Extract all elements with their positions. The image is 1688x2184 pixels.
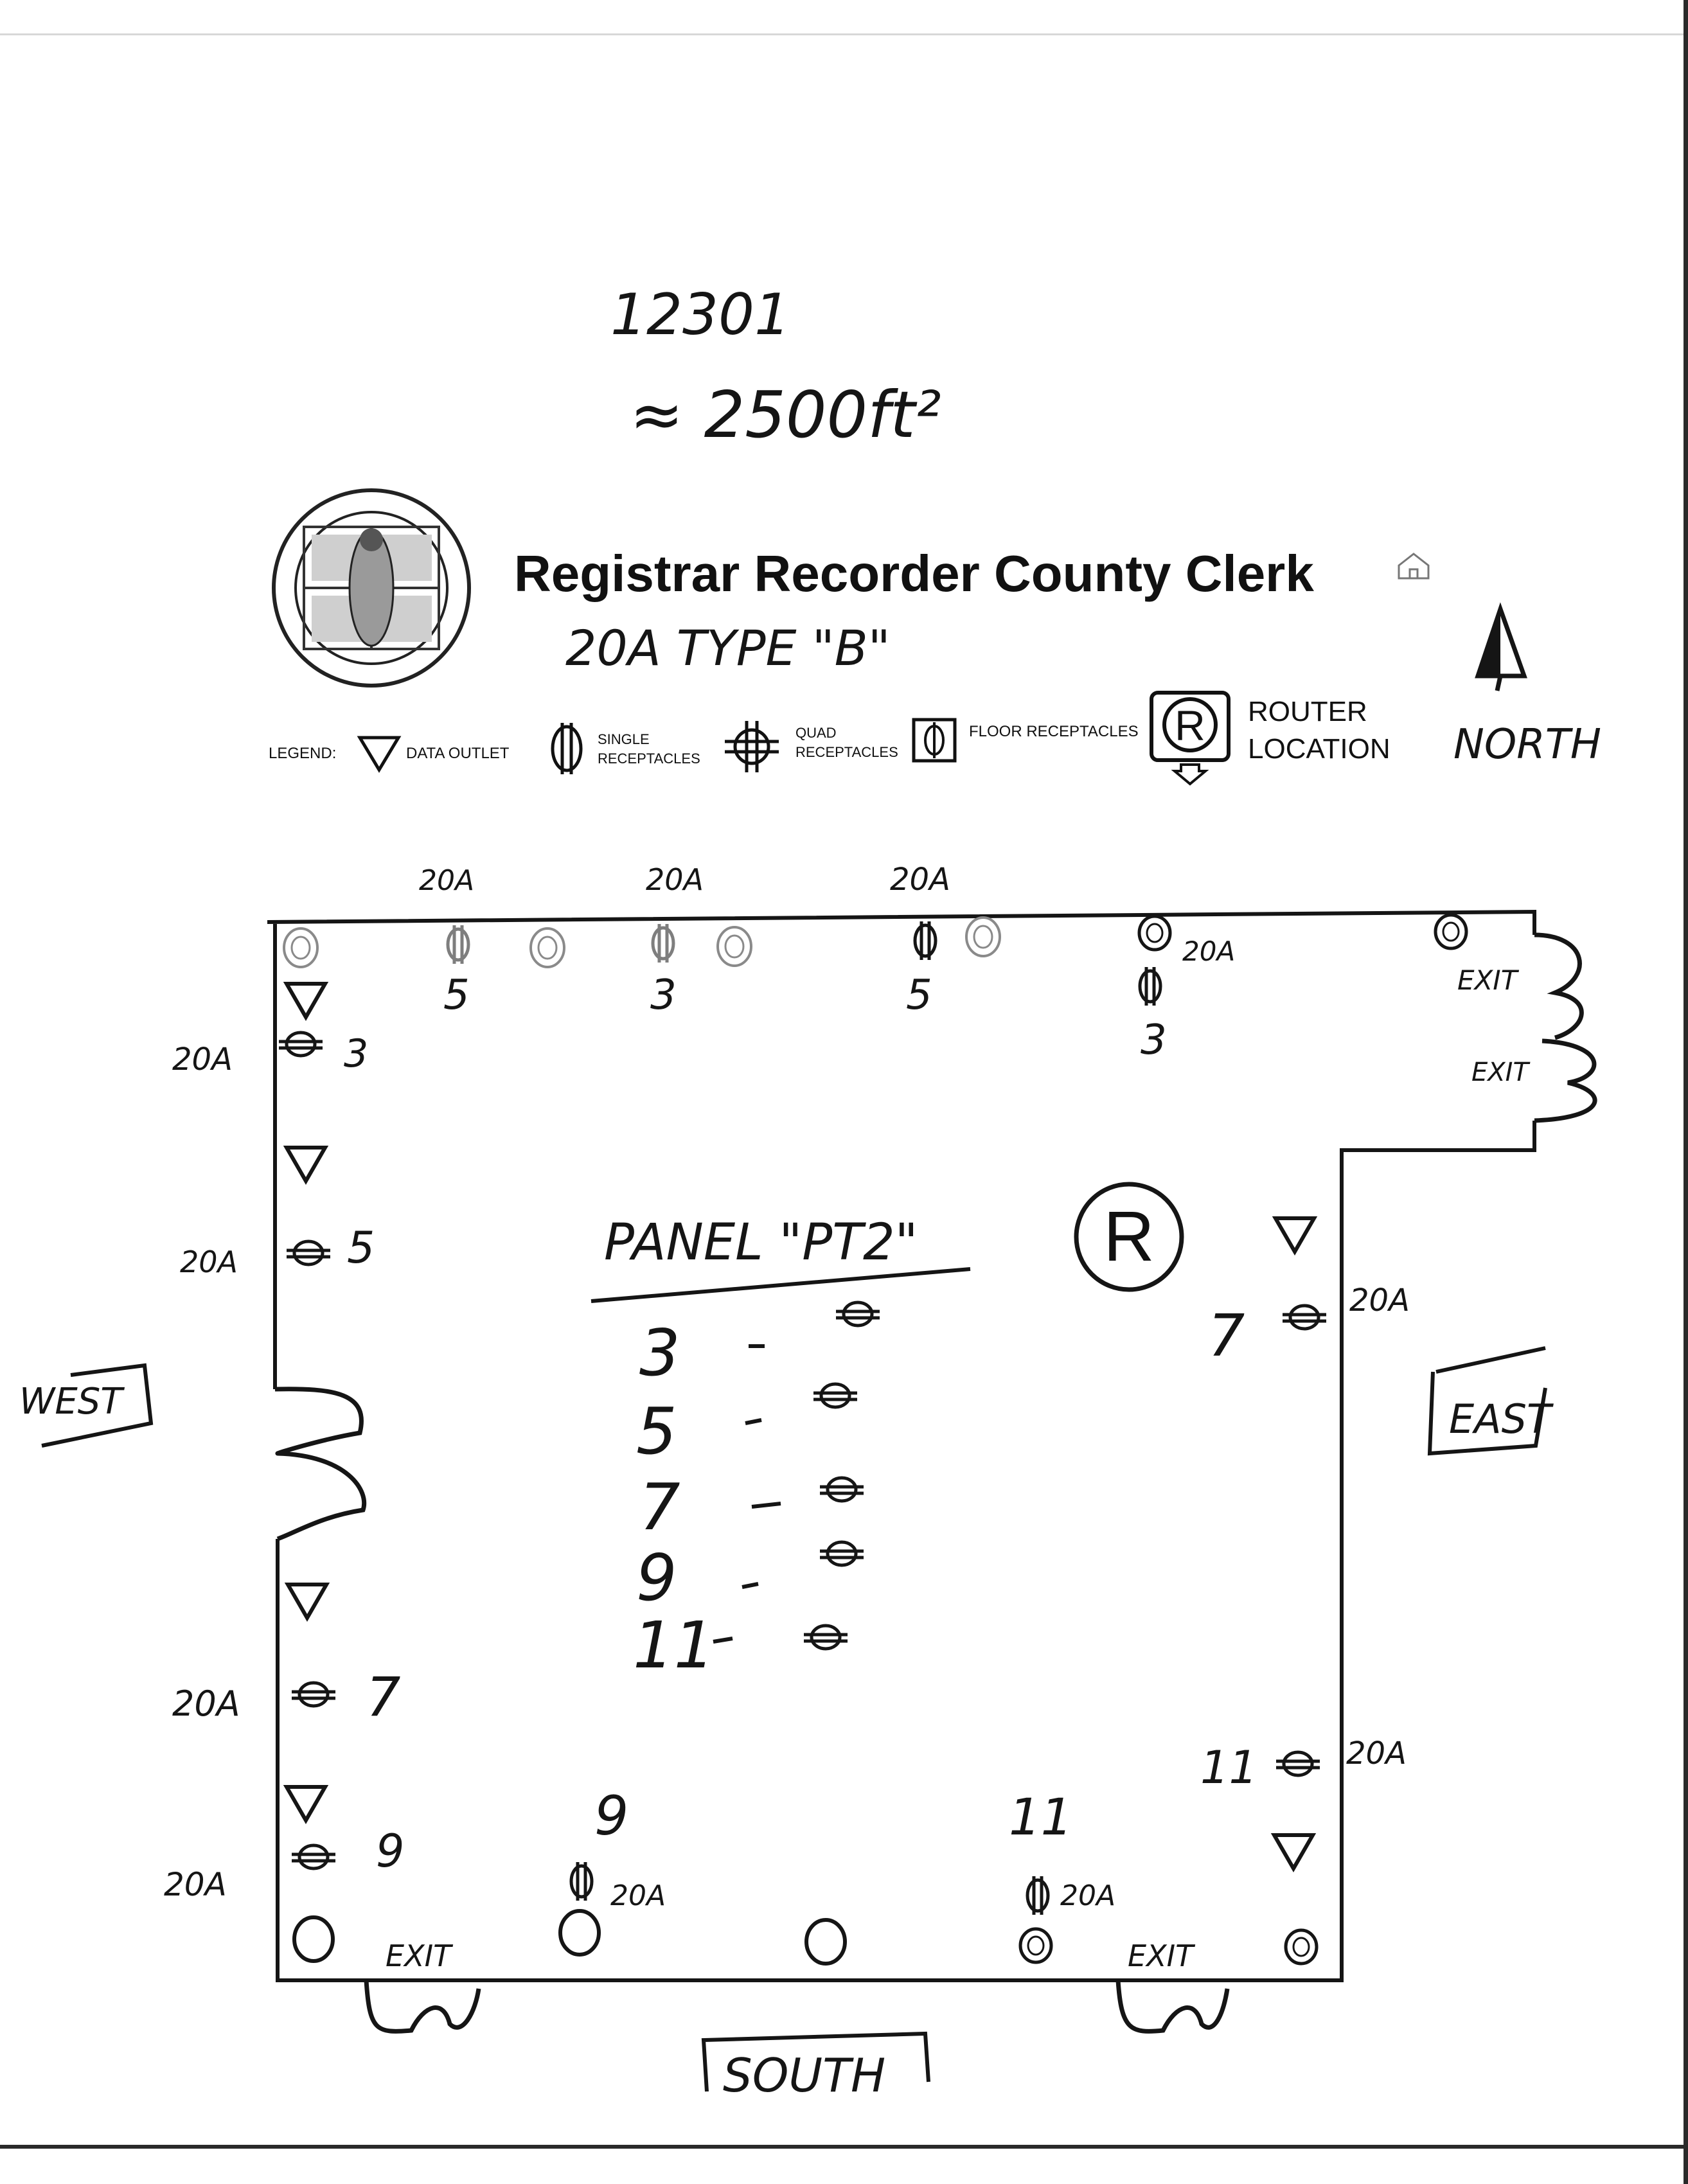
circuit-label: 5 bbox=[347, 1223, 375, 1274]
legend-single-1: SINGLE bbox=[598, 731, 650, 747]
router-symbol: R bbox=[1103, 1197, 1154, 1276]
panel-row: 7 bbox=[639, 1469, 864, 1545]
county-seal bbox=[272, 488, 471, 688]
circuit-label: 3 bbox=[1141, 1017, 1167, 1064]
exit-label: EXIT bbox=[1457, 964, 1520, 996]
north-arrow-icon bbox=[1475, 602, 1527, 691]
east-label-box: EAST bbox=[1427, 1346, 1554, 1456]
floor-receptacle-legend-icon bbox=[912, 718, 957, 763]
west-wall-devices: 20A 3 20A 5 20A 7 20A 9 bbox=[164, 984, 405, 1961]
legend-single-2: RECEPTACLES bbox=[598, 750, 700, 767]
legend-router-1: ROUTER bbox=[1248, 696, 1367, 727]
south-label-box: SOUTH bbox=[701, 2031, 930, 2102]
amp-label: 20A bbox=[646, 862, 704, 897]
panel-schedule: PANEL "PT2" 3 5 7 9 11 bbox=[591, 1214, 971, 1683]
router-legend-symbol: R bbox=[1175, 702, 1205, 749]
building-outline bbox=[267, 909, 1536, 1982]
amp-label: 20A bbox=[610, 1879, 666, 1912]
circuit-label: 7 bbox=[366, 1665, 400, 1728]
circuit-type-note: 20A TYPE "B" bbox=[565, 619, 891, 677]
amp-label: 20A bbox=[1349, 1283, 1410, 1318]
legend-floor: FLOOR RECEPTACLES bbox=[969, 723, 1139, 740]
panel-circuit: 5 bbox=[636, 1394, 677, 1469]
circuit-label: 3 bbox=[344, 1031, 368, 1076]
legend-data-outlet: DATA OUTLET bbox=[406, 745, 510, 762]
data-outlet-legend-icon bbox=[357, 736, 402, 773]
legend-title: LEGEND: bbox=[269, 745, 336, 762]
west-exit-door bbox=[274, 1387, 367, 1541]
circuit-label: 9 bbox=[594, 1784, 628, 1847]
circuit-label: 3 bbox=[650, 972, 677, 1019]
circuit-label: 11 bbox=[1200, 1741, 1257, 1794]
exit-label: EXIT bbox=[1128, 1939, 1196, 1973]
panel-row: 9 bbox=[636, 1540, 864, 1615]
amp-label: 20A bbox=[1346, 1736, 1407, 1771]
legend-quad-2: RECEPTACLES bbox=[795, 744, 898, 760]
panel-circuit: 9 bbox=[636, 1540, 677, 1615]
amp-label: 20A bbox=[419, 864, 474, 897]
panel-title: PANEL "PT2" bbox=[604, 1214, 918, 1272]
home-icon bbox=[1398, 553, 1430, 580]
legend-quad-1: QUAD bbox=[795, 725, 837, 741]
panel-circuit: 7 bbox=[639, 1469, 680, 1545]
circuit-label: 9 bbox=[376, 1825, 405, 1878]
note-area: ≈ 2500ft² bbox=[630, 377, 941, 452]
west-label: WEST bbox=[19, 1381, 125, 1423]
panel-row: 11 bbox=[633, 1608, 848, 1683]
amp-label: 20A bbox=[890, 862, 950, 898]
panel-circuit: 3 bbox=[639, 1315, 680, 1390]
east-label: EAST bbox=[1449, 1396, 1554, 1443]
quad-receptacle-legend-icon bbox=[725, 721, 779, 772]
circuit-label: 5 bbox=[906, 972, 932, 1019]
legend-router-2: LOCATION bbox=[1248, 733, 1390, 765]
south-label: SOUTH bbox=[723, 2048, 885, 2102]
south-wall-devices: EXIT 9 20A 11 20A EXIT bbox=[386, 1784, 1196, 1973]
panel-circuit: 11 bbox=[633, 1608, 715, 1683]
note-number: 12301 bbox=[610, 281, 790, 348]
south-exit-door-right bbox=[1115, 1980, 1230, 2034]
west-label-box: WEST bbox=[19, 1363, 154, 1448]
exit-label: EXIT bbox=[1471, 1058, 1531, 1087]
north-label: NORTH bbox=[1453, 721, 1601, 768]
panel-row: 3 bbox=[639, 1302, 880, 1390]
single-receptacle-legend-icon bbox=[551, 723, 583, 774]
exit-label: EXIT bbox=[386, 1939, 454, 1973]
circuit-label: 11 bbox=[1009, 1789, 1072, 1847]
circuit-label: 5 bbox=[443, 972, 470, 1019]
organization-name: Registrar Recorder County Clerk bbox=[514, 545, 1314, 602]
north-wall-devices: 20A 5 20A 3 20A 5 20A 3 EXIT EXIT bbox=[283, 862, 1531, 1087]
north-east-exit-door bbox=[1534, 932, 1597, 1123]
amp-label: 20A bbox=[1182, 936, 1235, 967]
amp-label: 20A bbox=[172, 1042, 233, 1078]
circuit-label: 7 bbox=[1208, 1302, 1245, 1370]
panel-row: 5 bbox=[636, 1384, 857, 1469]
amp-label: 20A bbox=[1060, 1879, 1115, 1912]
legend: LEGEND: DATA OUTLET SINGLE RECEPTACLES Q… bbox=[269, 691, 1390, 786]
amp-label: 20A bbox=[180, 1245, 238, 1279]
south-exit-door-left bbox=[364, 1980, 481, 2034]
amp-label: 20A bbox=[172, 1683, 240, 1724]
router-location: R bbox=[1074, 1182, 1184, 1292]
amp-label: 20A bbox=[164, 1866, 227, 1903]
east-wall-devices: 7 20A 11 20A bbox=[1200, 1218, 1410, 1964]
